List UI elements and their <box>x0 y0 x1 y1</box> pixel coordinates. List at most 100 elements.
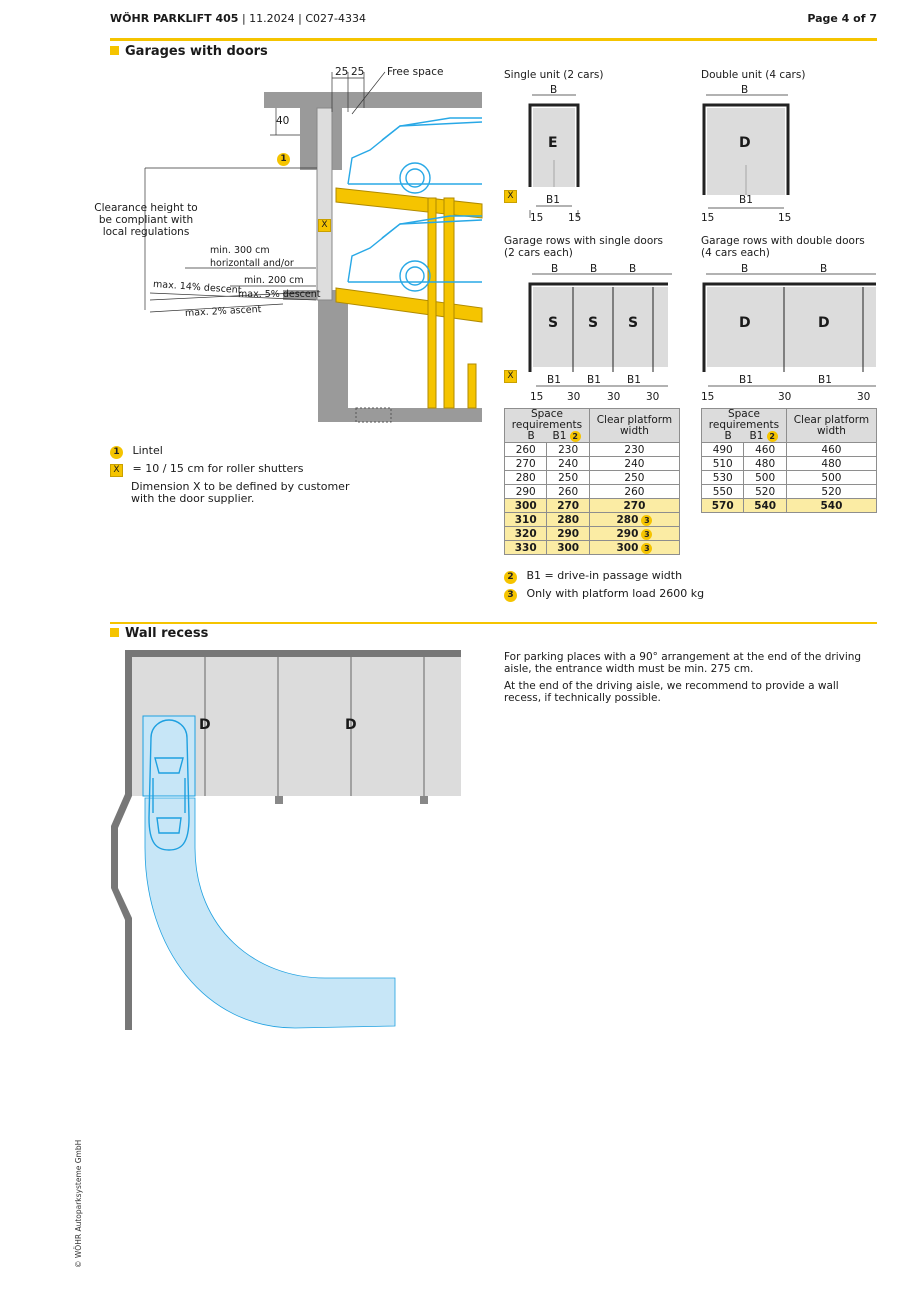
single-unit-15a: 15 <box>530 212 544 224</box>
double-unit-15b: 15 <box>778 212 792 224</box>
legend-x: X = 10 / 15 cm for roller shutters <box>110 462 304 477</box>
rows-double-b1-a: B1 <box>739 374 753 386</box>
table-cell-b: 300 <box>503 498 548 513</box>
rows-double-d2: D <box>818 315 830 331</box>
double-unit-title: Double unit (4 cars) <box>701 69 806 81</box>
rows-single-b1-a: B1 <box>547 374 561 386</box>
table-cell-b: 310 <box>503 512 548 527</box>
rows-double-subtitle: (4 cars each) <box>701 247 770 259</box>
note-b1-text: B1 = drive-in passage width <box>526 569 683 582</box>
note-badge-3: 3 <box>504 589 517 602</box>
single-unit-letter: E <box>548 135 558 151</box>
horizontal-label: horizontall and/or <box>210 258 294 269</box>
rows-single-title: Garage rows with single doors <box>504 235 664 247</box>
note-badge-2: 2 <box>504 571 517 584</box>
recess-letter-d2: D <box>345 717 357 733</box>
section-title-text: Garages with doors <box>125 44 268 59</box>
rows-double-b1-b: B1 <box>818 374 832 386</box>
single-unit-x-badge: X <box>504 190 517 203</box>
dim-25-a: 25 <box>335 66 349 78</box>
table-cell-b1: 520 <box>743 484 787 499</box>
rows-single-diagram <box>528 273 672 387</box>
lift-post-2 <box>443 197 455 409</box>
doc-header: WÖHR PARKLIFT 405 | 11.2024 | C027-4334 <box>110 12 366 25</box>
section2-rule <box>110 622 877 624</box>
wall-recess-para-2: At the end of the driving aisle, we reco… <box>504 680 839 704</box>
legend-badge-1: 1 <box>110 446 123 459</box>
rows-double-title: Garage rows with double doors <box>701 235 865 247</box>
section-title-garages: Garages with doors <box>110 44 268 59</box>
rows-single-x-badge: X <box>504 370 517 383</box>
table-cell-w: 250 <box>588 470 681 485</box>
table-cell-b1: 540 <box>743 498 787 513</box>
section-title-wall-recess: Wall recess <box>110 626 208 641</box>
car-top-view-icon <box>148 719 190 851</box>
double-unit-b: B <box>741 84 749 96</box>
table-cell-b1: 270 <box>546 498 590 513</box>
wall-recess-para-1: For parking places with a 90° arrangemen… <box>504 651 862 675</box>
min200-label: min. 200 cm <box>244 275 304 286</box>
rows-double-b2: B <box>820 263 828 275</box>
table-single-h-clear: Clear platform width <box>588 408 681 443</box>
h-note-badge: 2 <box>766 431 778 442</box>
section-square-icon <box>110 628 119 637</box>
footnote-badge: 3 <box>641 528 653 540</box>
note-load-text: Only with platform load 2600 kg <box>526 587 705 600</box>
single-unit-b1: B1 <box>546 194 560 206</box>
table-double-h-space: Space requirements B B1 2 <box>701 408 787 443</box>
table-single-doors: Space requirements B B1 2 Clear platform… <box>503 408 681 555</box>
rows-single-b3: B <box>629 263 637 275</box>
legend-x-badge: X <box>110 464 123 477</box>
copyright-text: © WÖHR Autoparksysteme GmbH <box>74 1139 83 1268</box>
single-unit-title: Single unit (2 cars) <box>504 69 604 81</box>
rows-single-30-b: 30 <box>607 391 621 403</box>
note-b1: 2 B1 = drive-in passage width <box>504 569 682 584</box>
table-cell-w: 540 <box>785 498 878 513</box>
h-note-badge: 2 <box>569 431 581 442</box>
section-square-icon <box>110 46 119 55</box>
single-unit-x: X <box>504 183 517 203</box>
h-b-text: B <box>724 430 732 442</box>
table-cell-w: 270 <box>588 498 681 513</box>
table-cell-w: 520 <box>785 484 878 499</box>
rows-single-s3: S <box>628 315 639 331</box>
lintel-block <box>300 108 317 170</box>
table-cell-b1: 240 <box>546 456 590 471</box>
table-cell-w: 230 <box>588 442 681 457</box>
pit-drain <box>355 407 392 423</box>
h-space-text: Space requirements <box>511 408 583 431</box>
pit-wall <box>318 300 333 422</box>
product-name: WÖHR PARKLIFT 405 <box>110 12 239 25</box>
double-unit-letter: D <box>739 135 751 151</box>
table-cell-b: 280 <box>503 470 548 485</box>
h-b1-text: B1 <box>552 430 567 442</box>
table-cell-b: 570 <box>700 498 745 513</box>
x-badge: X <box>318 219 331 232</box>
lift-post-1 <box>427 197 437 409</box>
rows-single-15: 15 <box>530 391 544 403</box>
doc-meta: | 11.2024 | C027-4334 <box>238 12 366 25</box>
table-cell-b: 510 <box>700 456 745 471</box>
lower-car-icon <box>347 215 483 292</box>
h-b1-text: B1 <box>749 430 764 442</box>
table-cell-b1: 500 <box>743 470 787 485</box>
rows-single-b1: B <box>551 263 559 275</box>
table-cell-b1: 290 <box>546 526 590 541</box>
double-unit-b1: B1 <box>739 194 753 206</box>
header-rule <box>110 38 877 41</box>
table-cell-b: 260 <box>503 442 548 457</box>
table-cell-b: 270 <box>503 456 548 471</box>
rows-double-d1: D <box>739 315 751 331</box>
pit-floor <box>283 290 482 422</box>
rows-double-15: 15 <box>701 391 715 403</box>
